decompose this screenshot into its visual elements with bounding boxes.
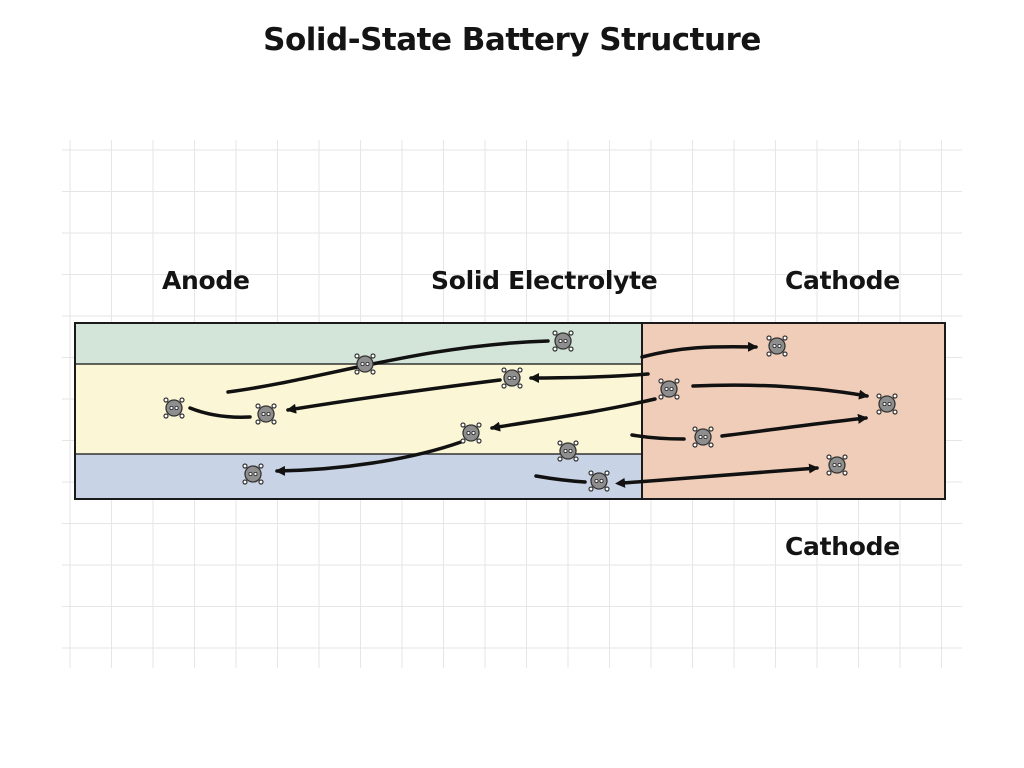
ion-flow-arrow: [615, 463, 819, 488]
lithium-ion-icon: [354, 353, 376, 375]
ion-flow-arrow: [630, 433, 686, 441]
lithium-ion-icon: [588, 470, 610, 492]
lithium-ion-icon: [766, 335, 788, 357]
ion-flow-arrow: [720, 413, 868, 438]
lithium-ion-icon: [876, 393, 898, 415]
ion-flow-arrow: [691, 383, 869, 400]
battery-outline: [74, 322, 946, 500]
anode-band-blue: [75, 454, 642, 499]
ion-flow-arrow: [534, 474, 587, 484]
ion-group: [163, 330, 898, 492]
lithium-ion-icon: [557, 440, 579, 462]
lithium-ion-icon: [501, 367, 523, 389]
lithium-ion-icon: [826, 454, 848, 476]
lithium-ion-icon: [242, 463, 264, 485]
ion-flow-arrows: [188, 339, 869, 488]
label-solid-electrolyte: Solid Electrolyte: [431, 266, 658, 295]
lithium-ion-icon: [460, 422, 482, 444]
diagram-title: Solid-State Battery Structure: [263, 22, 761, 58]
lithium-ion-icon: [255, 403, 277, 425]
label-cathode-top: Cathode: [785, 266, 900, 295]
ion-flow-arrow: [275, 440, 463, 476]
label-cathode-bottom: Cathode: [785, 532, 900, 561]
ion-flow-arrow: [226, 339, 550, 394]
ion-flow-arrow: [490, 397, 657, 432]
battery-layers: [74, 322, 946, 500]
ion-flow-arrow: [529, 372, 650, 383]
lithium-ion-icon: [552, 330, 574, 352]
ion-flow-arrow: [286, 378, 502, 414]
lithium-ion-icon: [163, 397, 185, 419]
label-anode: Anode: [162, 266, 250, 295]
ion-flow-arrow: [188, 406, 252, 419]
ion-flow-arrow: [640, 341, 758, 359]
lithium-ion-icon: [658, 378, 680, 400]
lithium-ion-icon: [692, 426, 714, 448]
